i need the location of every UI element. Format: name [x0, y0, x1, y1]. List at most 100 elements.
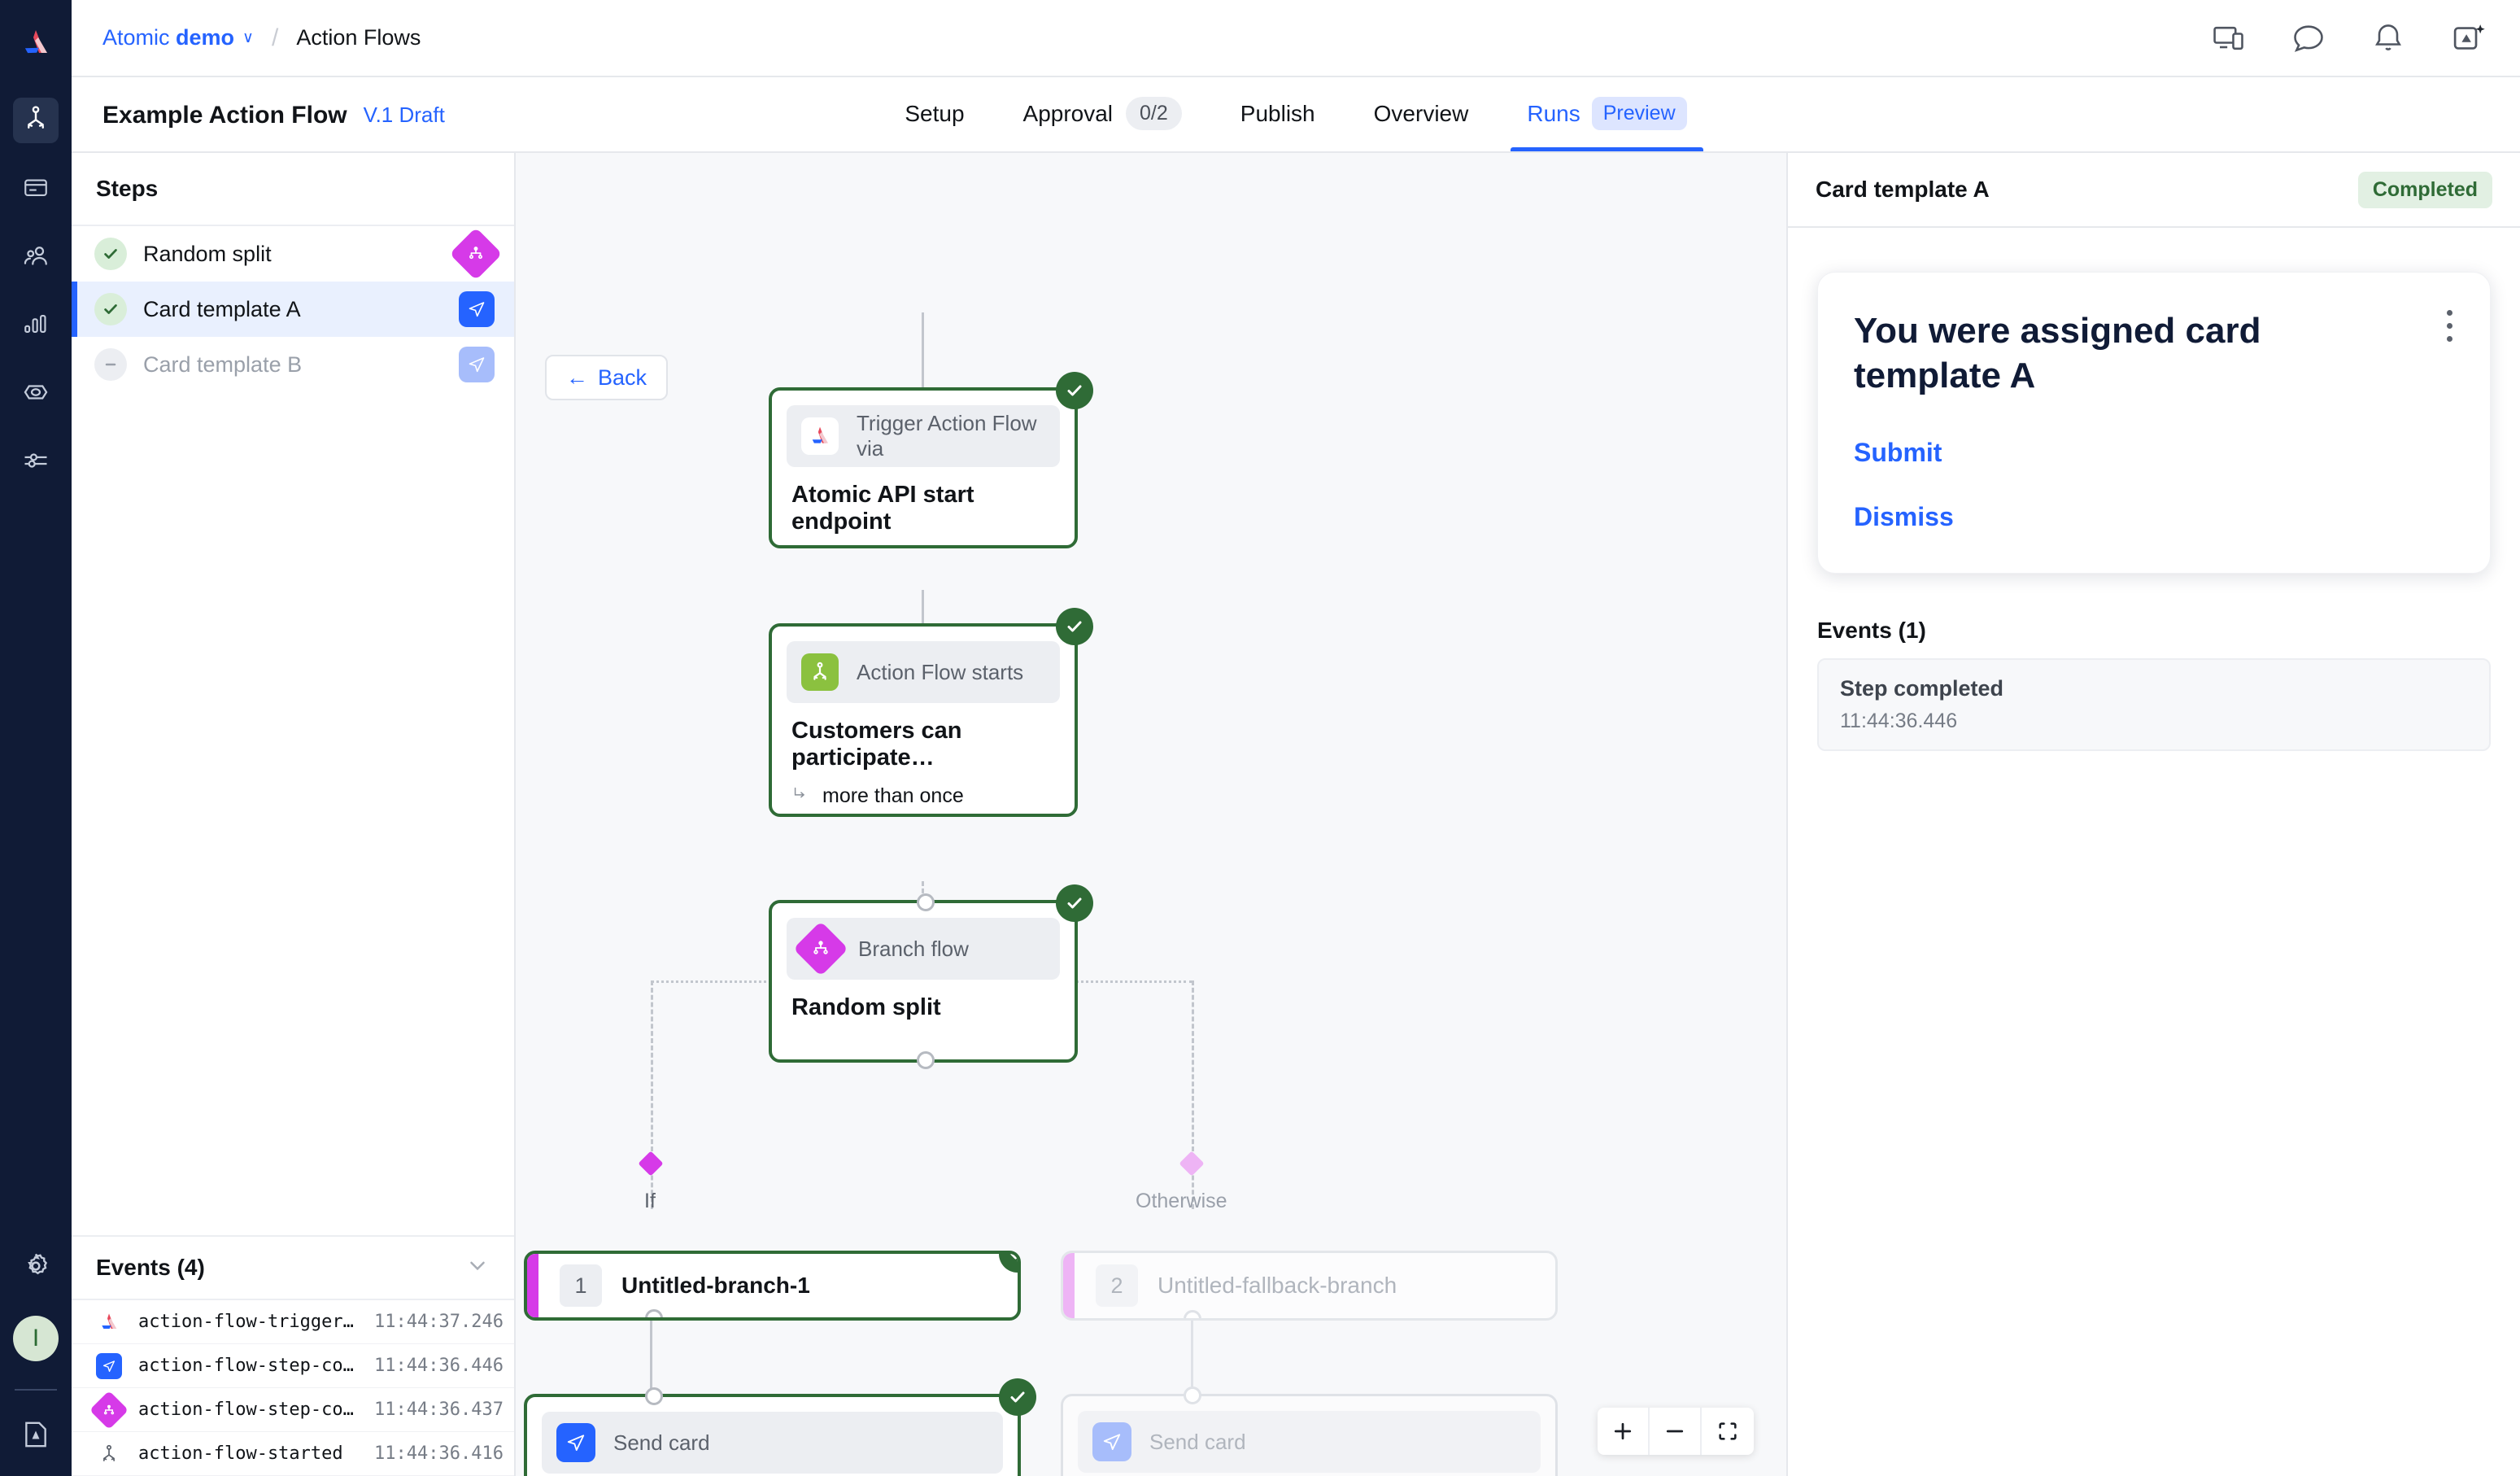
sidebar-item-random-split[interactable]: Random split — [72, 226, 514, 282]
flow-node-trigger[interactable]: Trigger Action Flow via Atomic API start… — [769, 372, 1093, 548]
flow-header: Example Action Flow V.1 Draft Setup Appr… — [72, 77, 2520, 153]
condition-label-if: If — [644, 1190, 656, 1212]
bell-icon[interactable] — [2370, 20, 2406, 56]
events-heading: Events (4) — [96, 1255, 205, 1280]
list-item[interactable]: action-flow-step-co… 11:44:36.446 — [72, 1344, 514, 1388]
flow-node-header-label: Trigger Action Flow via — [857, 411, 1037, 461]
edge-branch1-card — [650, 1319, 652, 1397]
chevron-down-icon: ∨ — [242, 29, 254, 46]
back-button-label: Back — [598, 365, 647, 390]
branch-flow-icon — [89, 1390, 129, 1430]
atomic-doc-icon — [20, 1421, 52, 1454]
rail-item-docs[interactable] — [20, 1418, 52, 1455]
card-icon — [22, 173, 50, 205]
condition-diamond-otherwise — [1179, 1151, 1205, 1177]
sidebar-item-label: Card template B — [143, 352, 303, 377]
card-dismiss-link[interactable]: Dismiss — [1854, 501, 1954, 531]
flow-node-title: Atomic API start endpoint — [791, 482, 974, 535]
tab-overview[interactable]: Overview — [1345, 76, 1498, 151]
node-port-bottom[interactable] — [1184, 1310, 1201, 1318]
rail-item-action-flows[interactable] — [13, 98, 59, 143]
send-card-icon-faded — [459, 347, 495, 382]
rail-item-cards[interactable] — [13, 166, 59, 212]
tab-runs[interactable]: Runs Preview — [1498, 76, 1716, 151]
steps-sidebar: Steps Random split — [72, 153, 516, 1476]
ai-card-icon[interactable] — [2450, 20, 2487, 57]
detail-event-time: 11:44:36.446 — [1840, 709, 1958, 732]
tab-runs-preview-pill: Preview — [1591, 97, 1687, 130]
event-name: action-flow-started — [138, 1443, 343, 1464]
rail-item-settings-sliders[interactable] — [13, 439, 59, 485]
fit-to-screen-button[interactable] — [1702, 1408, 1754, 1455]
detail-events-heading: Events (1) — [1817, 617, 1926, 643]
detail-event-name: Step completed — [1840, 675, 2004, 701]
list-item[interactable]: action-flow-step-co… 11:44:36.437 — [72, 1388, 514, 1432]
rail-item-customers[interactable] — [13, 234, 59, 280]
bar-chart-icon — [22, 310, 50, 342]
back-button[interactable]: ← Back — [545, 355, 669, 400]
flow-node-branch[interactable]: Branch flow Random split — [769, 884, 1093, 1069]
flow-canvas[interactable]: ← Back If Otherwise — [516, 153, 1788, 1476]
breadcrumb-workspace[interactable]: Atomic demo ∨ — [102, 25, 254, 50]
version-badge[interactable]: V.1 Draft — [363, 103, 445, 127]
rail-item-analytics[interactable] — [13, 303, 59, 348]
tab-approval[interactable]: Approval 0/2 — [994, 76, 1211, 151]
node-port-top[interactable] — [917, 893, 935, 911]
condition-label-otherwise: Otherwise — [1136, 1190, 1227, 1212]
chevron-down-icon[interactable] — [465, 1253, 490, 1283]
atomic-logo-icon — [801, 417, 839, 455]
flow-node-header-label: Send card — [1149, 1429, 1246, 1454]
tab-publish[interactable]: Publish — [1211, 76, 1345, 151]
breadcrumb-workspace-label: Atomic demo — [102, 25, 235, 50]
more-options-icon[interactable] — [2447, 310, 2452, 342]
branch-node-1[interactable]: 1 Untitled-branch-1 — [524, 1251, 1021, 1321]
breadcrumb-current: Action Flows — [296, 25, 421, 50]
send-card-icon-faded — [1092, 1422, 1131, 1461]
tab-approval-badge: 0/2 — [1126, 97, 1182, 130]
tab-publish-label: Publish — [1240, 100, 1315, 126]
atomic-logo-icon[interactable] — [0, 11, 72, 75]
avatar[interactable]: I — [13, 1316, 59, 1361]
detail-panel-header: Card template A Completed — [1788, 153, 2520, 228]
event-name: action-flow-trigger… — [138, 1312, 354, 1332]
hexagon-eye-icon — [21, 378, 50, 411]
status-check-icon — [1056, 608, 1093, 645]
rail-item-insights[interactable] — [13, 371, 59, 417]
tab-approval-label: Approval — [1022, 100, 1114, 126]
flow-node-start[interactable]: Action Flow starts Customers can partici… — [769, 608, 1093, 817]
branch-node-2[interactable]: 2 Untitled-fallback-branch — [1061, 1251, 1558, 1321]
card-preview[interactable]: You were assigned card template A Submit… — [1817, 272, 2491, 574]
check-icon — [94, 293, 127, 325]
sidebar-item-card-template-a[interactable]: Card template A — [72, 282, 514, 337]
tab-setup[interactable]: Setup — [875, 76, 993, 151]
branch-accent-bar — [527, 1254, 538, 1317]
flow-node-card-template-b[interactable]: Send card Card template B — [1061, 1386, 1558, 1476]
edge-if-down — [651, 980, 653, 1209]
status-check-icon — [1056, 884, 1093, 922]
node-port-top[interactable] — [1184, 1386, 1201, 1404]
node-port-bottom[interactable] — [645, 1309, 663, 1317]
card-headline: You were assigned card template A — [1854, 311, 2261, 396]
rail-item-settings[interactable] — [20, 1250, 52, 1286]
event-time: 11:44:36.437 — [374, 1400, 504, 1420]
list-item[interactable]: action-flow-started 11:44:36.416 — [72, 1432, 514, 1476]
check-icon — [94, 238, 127, 270]
flow-node-title: Random split — [791, 994, 941, 1020]
sidebar-item-card-template-b[interactable]: Card template B — [72, 337, 514, 392]
zoom-out-button[interactable] — [1650, 1408, 1702, 1455]
devices-icon[interactable] — [2211, 20, 2247, 56]
event-time: 11:44:37.246 — [374, 1312, 504, 1332]
card-preview-wrapper: You were assigned card template A Submit… — [1788, 228, 2520, 574]
events-panel-header[interactable]: Events (4) — [72, 1235, 514, 1300]
zoom-in-button[interactable] — [1598, 1408, 1650, 1455]
main-column: Atomic demo ∨ / Action Flows — [72, 0, 2520, 1476]
send-card-icon — [459, 291, 495, 327]
flow-node-card-template-a[interactable]: Send card Card template A — [524, 1378, 1036, 1476]
node-port-top[interactable] — [645, 1387, 663, 1405]
flow-anchor-icon — [801, 653, 839, 691]
card-submit-link[interactable]: Submit — [1854, 437, 1942, 467]
list-item[interactable]: action-flow-trigger… 11:44:37.246 — [72, 1300, 514, 1344]
arrow-branch-icon — [791, 784, 809, 808]
node-port-bottom[interactable] — [917, 1051, 935, 1069]
chat-bubble-icon[interactable] — [2291, 20, 2326, 56]
